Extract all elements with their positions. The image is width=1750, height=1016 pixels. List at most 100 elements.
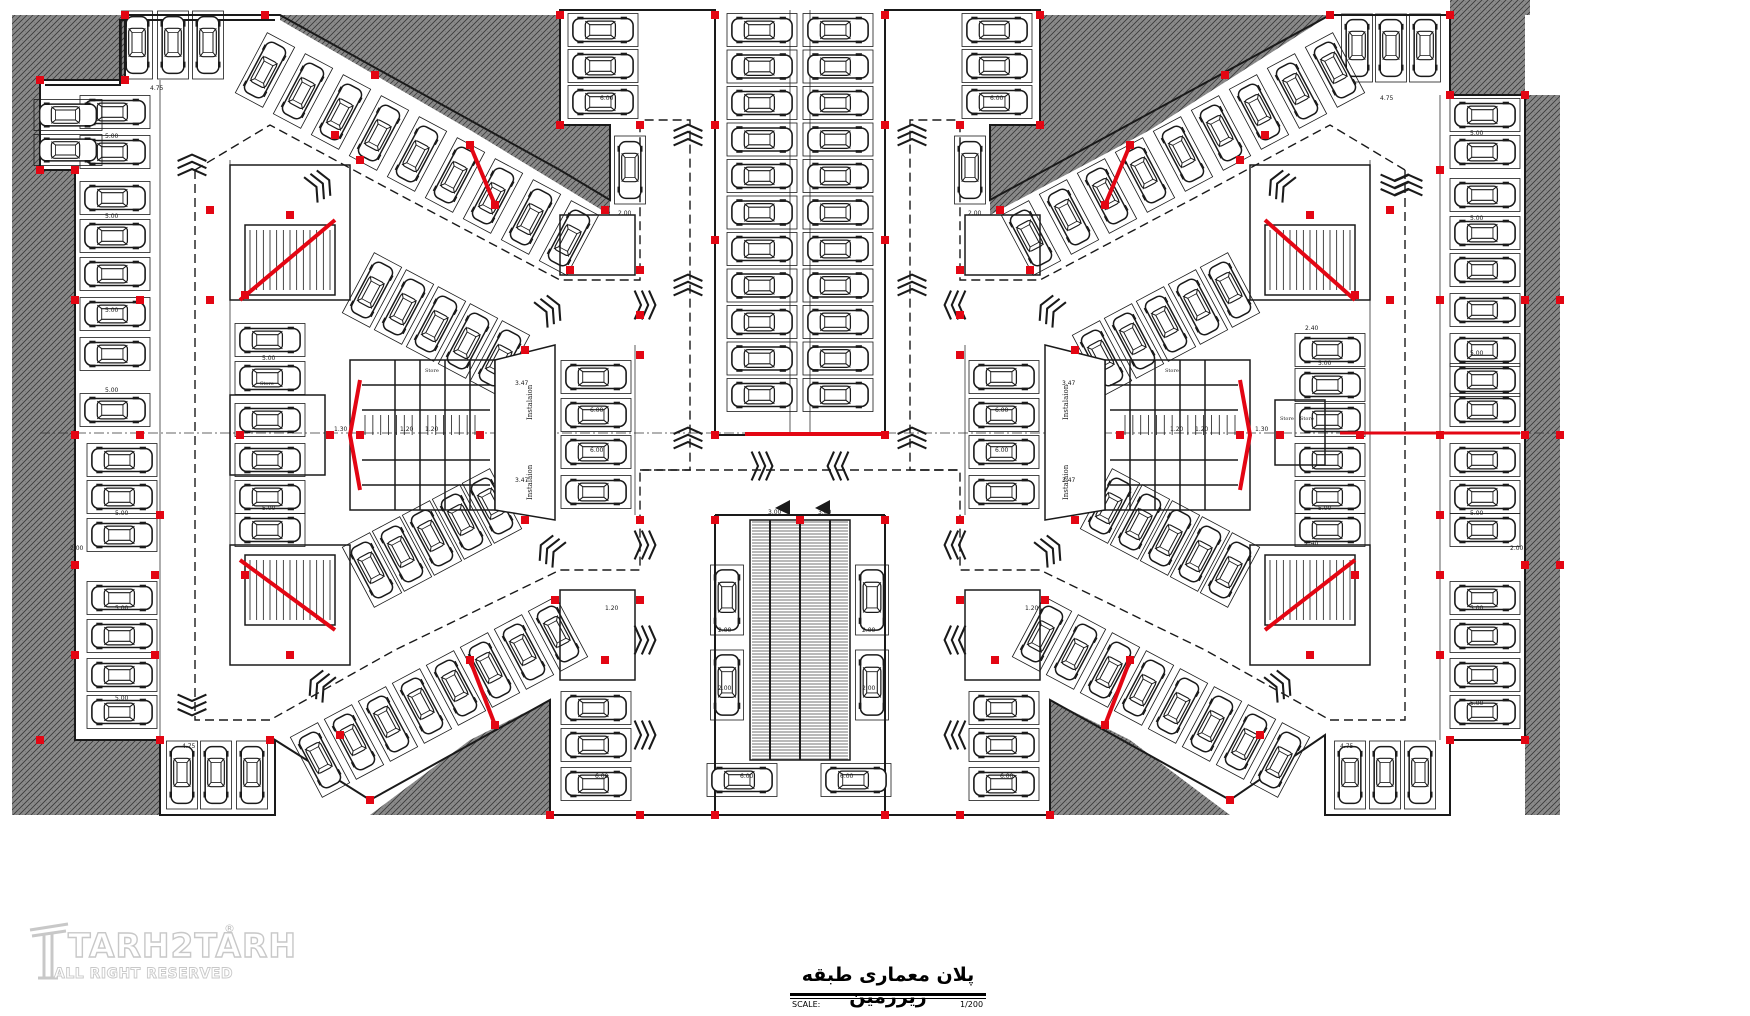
car-icon xyxy=(323,704,385,780)
car-icon xyxy=(560,435,632,469)
column-marker xyxy=(151,571,159,579)
watermark-name: TARH2TARH xyxy=(67,925,297,965)
car-icon xyxy=(86,619,158,653)
svg-text:4.75: 4.75 xyxy=(150,85,164,92)
column-marker xyxy=(121,11,129,19)
svg-text:5.00: 5.00 xyxy=(1318,360,1332,367)
column-marker xyxy=(326,431,334,439)
column-marker xyxy=(881,516,889,524)
chevron-arrow xyxy=(943,529,967,561)
car-icon xyxy=(726,195,798,230)
car-icon xyxy=(192,10,224,80)
column-marker xyxy=(956,351,964,359)
column-marker xyxy=(881,236,889,244)
car-icon xyxy=(961,85,1033,119)
car-icon xyxy=(234,403,306,437)
car-icon xyxy=(1369,740,1401,810)
car-icon xyxy=(567,13,639,47)
column-marker xyxy=(1306,211,1314,219)
column-marker xyxy=(1556,561,1564,569)
column-marker xyxy=(1446,11,1454,19)
svg-text:5.00: 5.00 xyxy=(115,605,129,612)
dim-small-label: 2.00 xyxy=(718,627,732,634)
car-icon xyxy=(289,722,351,798)
column-marker xyxy=(1556,431,1564,439)
car-icon xyxy=(391,668,453,744)
chevron-arrow xyxy=(1033,291,1067,329)
column-marker xyxy=(1436,431,1444,439)
column-marker xyxy=(1351,571,1359,579)
car-icon xyxy=(1404,740,1436,810)
column-marker xyxy=(1256,731,1264,739)
svg-text:Instalaion: Instalaion xyxy=(1062,384,1070,420)
car-icon xyxy=(560,728,632,762)
car-icon xyxy=(1449,363,1521,397)
car-icon xyxy=(1449,480,1521,514)
chevron-arrow xyxy=(1392,173,1424,197)
car-icon xyxy=(86,581,158,615)
column-marker xyxy=(356,431,364,439)
car-icon xyxy=(1449,293,1521,327)
column-marker xyxy=(1436,511,1444,519)
drawing-title-block: پلان معماری طبقه زیرزمین SCALE: 1/200 xyxy=(790,962,986,1009)
fire-walls xyxy=(238,144,1520,726)
car-icon xyxy=(79,257,151,291)
registered-mark: ® xyxy=(224,922,235,935)
column-marker xyxy=(1436,571,1444,579)
svg-text:5.00: 5.00 xyxy=(115,695,129,702)
svg-text:4.75: 4.75 xyxy=(1340,743,1354,750)
car-icon xyxy=(425,650,487,726)
dim-side-label: 1.30 xyxy=(334,426,348,433)
column-marker xyxy=(1386,296,1394,304)
column-marker xyxy=(1101,201,1109,209)
svg-text:Store: Store xyxy=(1300,416,1314,422)
car-icon xyxy=(1294,513,1366,547)
svg-text:2.00: 2.00 xyxy=(968,210,982,217)
column-marker xyxy=(991,656,999,664)
car-icon xyxy=(1449,135,1521,169)
car-icon xyxy=(1139,500,1201,576)
column-marker xyxy=(286,651,294,659)
car-icon xyxy=(386,116,448,192)
car-icon xyxy=(567,49,639,83)
car-icon xyxy=(726,341,798,376)
chevron-arrow xyxy=(1033,531,1067,569)
car-icon xyxy=(1215,704,1277,780)
column-marker xyxy=(1046,811,1054,819)
car-icon xyxy=(234,443,306,477)
column-marker xyxy=(956,266,964,274)
column-marker xyxy=(1026,266,1034,274)
column-marker xyxy=(996,206,1004,214)
column-marker xyxy=(601,206,609,214)
svg-text:5.00: 5.00 xyxy=(105,213,119,220)
car-icon xyxy=(968,398,1040,432)
car-icon xyxy=(1169,516,1231,592)
svg-text:1.20: 1.20 xyxy=(1025,605,1039,612)
svg-text:5.00: 5.00 xyxy=(262,355,276,362)
column-marker xyxy=(1226,796,1234,804)
car-icon xyxy=(357,686,419,762)
car-icon xyxy=(726,268,798,303)
car-icon xyxy=(405,286,467,362)
car-icon xyxy=(371,516,433,592)
column-marker xyxy=(1126,141,1134,149)
column-marker xyxy=(956,811,964,819)
column-marker xyxy=(881,431,889,439)
column-marker xyxy=(1036,121,1044,129)
stair-icon xyxy=(249,230,1351,620)
chevron-arrow xyxy=(672,426,704,450)
column-marker xyxy=(266,736,274,744)
car-icon xyxy=(200,740,232,810)
car-icon xyxy=(1304,32,1366,108)
car-icon xyxy=(157,10,189,80)
chevron-arrow xyxy=(672,123,704,147)
column-marker xyxy=(1071,516,1079,524)
svg-text:6.00: 6.00 xyxy=(595,773,609,780)
car-icon xyxy=(954,135,986,205)
svg-text:1.20: 1.20 xyxy=(605,605,619,612)
column-marker xyxy=(1306,651,1314,659)
car-icon xyxy=(1045,614,1107,690)
svg-text:6.00: 6.00 xyxy=(990,95,1004,102)
car-icon xyxy=(234,513,306,547)
dim-aisle-label: 6.00 xyxy=(590,407,604,414)
